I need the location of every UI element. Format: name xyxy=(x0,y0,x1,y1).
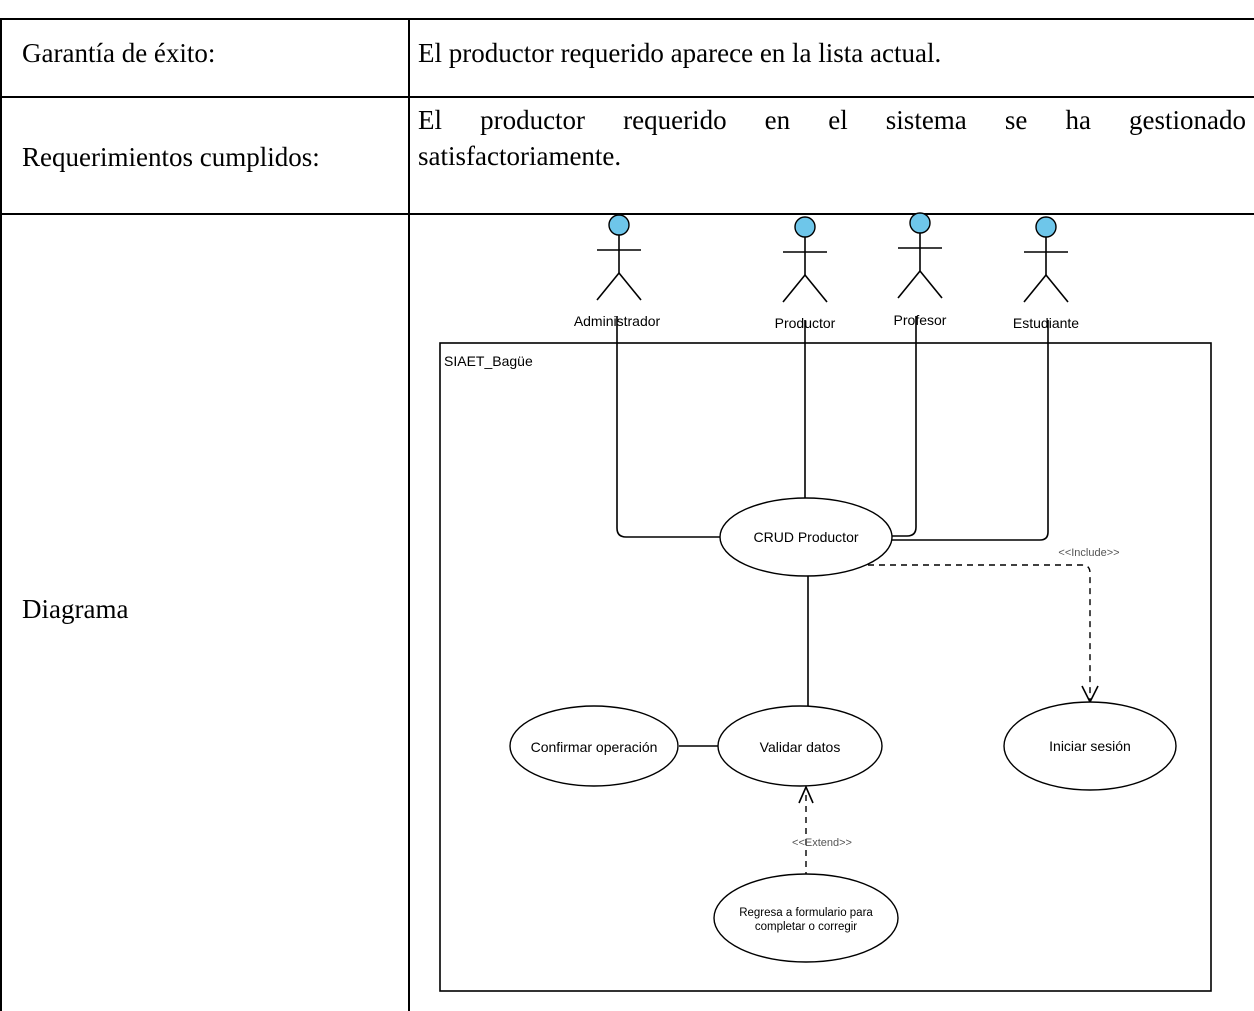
row-divider-2 xyxy=(0,213,1254,215)
use-case-iniciar-sesion: Iniciar sesión xyxy=(1003,701,1177,791)
column-divider xyxy=(408,18,410,1011)
use-case-confirmar-operacion: Confirmar operación xyxy=(509,705,679,787)
row-label-garantia: Garantía de éxito: xyxy=(22,38,216,68)
assoc-profesor-crud xyxy=(892,316,917,537)
actor-label-estudiante: Estudiante xyxy=(1013,315,1079,331)
assoc-administrador-crud xyxy=(616,316,722,538)
row-label-diagrama: Diagrama xyxy=(22,594,129,624)
use-case-crud-productor: CRUD Productor xyxy=(719,497,893,577)
use-case-label-confirmar: Confirmar operación xyxy=(531,739,658,755)
row-divider-1 xyxy=(0,96,1254,98)
include-relation xyxy=(868,564,1091,700)
row-value-requerimientos-line2: satisfactoriamente. xyxy=(418,141,622,171)
extend-arrowhead xyxy=(798,785,814,804)
use-case-label-iniciar: Iniciar sesión xyxy=(1049,738,1131,754)
extend-label: <<Extend>> xyxy=(792,837,852,849)
use-case-label-regresa-2: completar o corregir xyxy=(755,921,857,933)
assoc-estudiante-crud xyxy=(890,320,1049,541)
row-value-requerimientos-line1: El productor requerido en el sistema se … xyxy=(418,105,1246,135)
actor-profesor: Profesor xyxy=(894,212,947,328)
use-case-label-regresa-1: Regresa a formulario para xyxy=(739,907,873,919)
use-case-label-validar: Validar datos xyxy=(760,739,841,755)
row-value-garantia: El productor requerido aparece en la lis… xyxy=(418,38,942,68)
actor-administrador: Administrador xyxy=(574,214,661,329)
table-border-top xyxy=(0,18,1254,20)
use-case-validar-datos: Validar datos xyxy=(717,705,883,787)
system-name: SIAET_Bagüe xyxy=(444,353,533,369)
row-label-requerimientos: Requerimientos cumplidos: xyxy=(22,142,320,172)
use-case-label-crud: CRUD Productor xyxy=(753,529,858,545)
use-case-regresa-formulario: Regresa a formulario para completar o co… xyxy=(713,873,899,963)
include-label: <<Include>> xyxy=(1058,547,1119,559)
actor-label-profesor: Profesor xyxy=(894,312,947,328)
actor-productor: Productor xyxy=(775,216,836,331)
system-boundary xyxy=(439,342,1212,992)
table-border-left xyxy=(0,18,2,1011)
actor-estudiante: Estudiante xyxy=(1013,216,1079,331)
